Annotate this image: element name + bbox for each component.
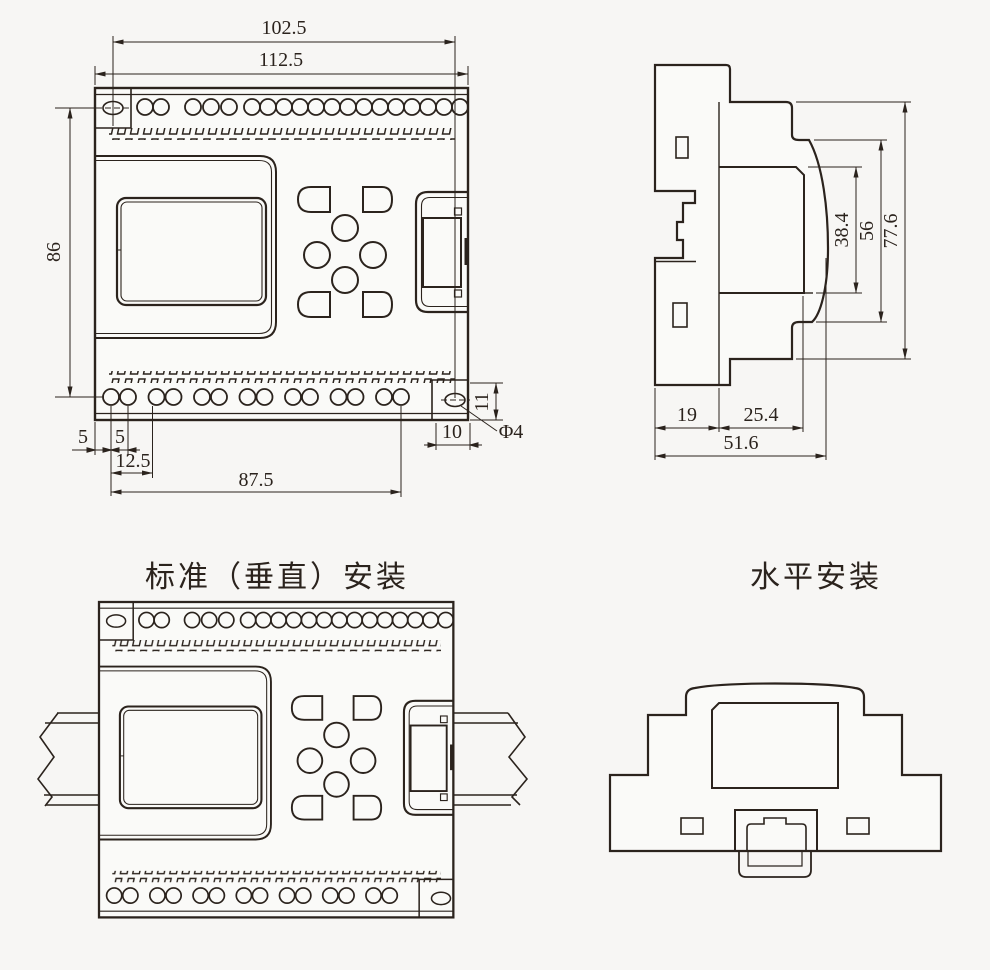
dim-label-total-height: 77.6 [880,214,902,249]
horizontal-mount-view: 水平安装 [608,561,943,878]
rail-clip-housing [734,809,818,852]
dim-label-edge-margin: 5 [78,426,88,448]
dim-label-pair-pitch: 12.5 [116,450,151,472]
vent-slot-left [680,817,704,835]
vertical-mount-title: 标准（垂直）安装 [145,561,409,594]
side-profile-outline [653,63,830,387]
dim-label-window-height: 38.4 [831,213,853,248]
dim-label-width: 112.5 [259,49,303,71]
dim-label-tab-width: 10 [442,421,462,443]
horizontal-profile-details [680,702,870,878]
dim-label-hole-dia: Φ4 [499,421,524,443]
side-view: 19 25.4 51.6 38.4 56 77.6 [653,63,911,460]
side-view-dimensions [654,101,911,460]
din-rail-left [36,712,100,807]
vertical-mount-view: 标准（垂直）安装 [36,561,529,920]
rail-clip-latch-outer [738,851,812,878]
horizontal-profile-outline [608,682,943,853]
horizontal-mount-title: 水平安装 [750,561,882,594]
hole-centerlines [55,107,470,401]
vent-slot-right [846,817,870,835]
clip-upper [675,136,689,159]
dim-label-hole-span-v: 86 [43,242,65,262]
rail-break-right [507,712,529,806]
side-profile-details [655,102,813,385]
clip-lower [672,302,688,328]
rail-break-left [36,712,59,807]
dim-label-front-depth: 25.4 [744,404,779,426]
label-window [711,702,839,789]
dim-label-tab-height: 11 [471,392,493,411]
dim-label-terminal-span: 87.5 [239,469,274,491]
dim-label-terminal-pitch: 5 [115,426,125,448]
dim-label-face-height: 56 [856,221,878,241]
dim-label-back-depth: 19 [677,404,697,426]
rail-clip-inner [746,817,807,851]
side-window-outline [719,166,805,294]
front-view: 102.5 112.5 86 5 5 12.5 87.5 10 11 Φ4 [43,17,523,497]
mounted-module [97,600,456,920]
din-rail-right [452,712,529,806]
dim-label-hole-span-h: 102.5 [262,17,307,39]
dim-label-total-depth: 51.6 [724,432,759,454]
front-view-dimensions [55,36,503,497]
rail-clip-latch-inner [747,851,803,867]
